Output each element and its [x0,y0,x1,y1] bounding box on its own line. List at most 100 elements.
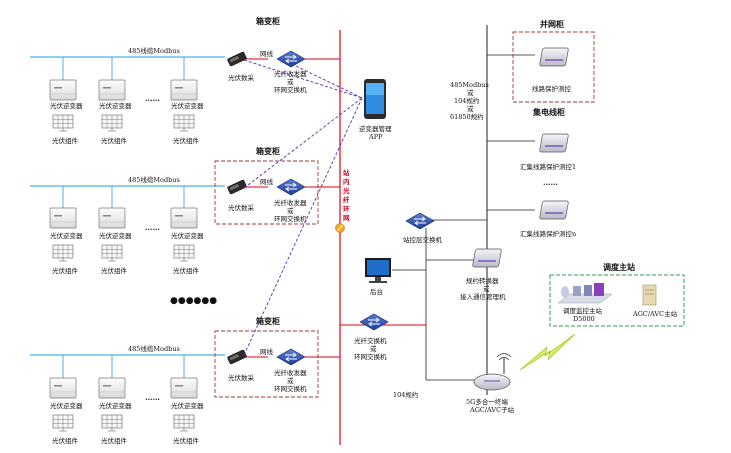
terminal-label-1: 5G多合一终端 [466,397,508,406]
collector-label: 光伏数采 [228,373,255,382]
svg-text:环: 环 [343,205,350,213]
collect-cabinet-title: 集电线柜 [532,107,565,117]
ring-switch-label: 环网交换机 [274,214,307,223]
box-cabinet-title-2: 箱变柜 [256,146,280,156]
data-collector-icon [226,179,248,195]
dispatch-monitor-sub: D5000 [573,315,595,323]
ring-break-icon [335,223,345,233]
transceiver-icon [276,178,306,196]
collector-label: 光伏数采 [228,73,255,82]
station-switch-label: 站控层交换机 [403,235,443,244]
protocol-label-4: 或 [467,104,474,113]
svg-text:纤: 纤 [343,195,350,204]
inverter-label: 光伏逆变器 [171,101,204,110]
inverter-icon [98,377,126,399]
transceiver-or-label: 或 [287,376,294,385]
box-cabinet-3 [214,330,319,398]
rs485-label-1: 485线缆Modbus [128,46,180,55]
ellipsis: …… [145,94,160,103]
data-collector-icon [226,51,248,67]
app-wireless-links [243,59,363,356]
pv-module-icon [173,244,195,262]
pv-module-label: 光伏组件 [101,436,128,445]
pv-module-icon [101,114,123,132]
ellipsis: …… [145,223,160,232]
pv-module-label: 光伏组件 [173,136,200,145]
collect-protect-label-n: 汇集线路保护测控n [520,229,576,238]
protocol-label-3: 104规约 [454,96,479,105]
net-line-label: 网线 [260,49,274,58]
pv-module-label: 光伏组件 [52,266,79,275]
pv-module-icon [52,414,74,432]
collect-protection-device-icon [538,200,570,220]
net-line-label: 网线 [260,177,274,186]
pv-module-icon [101,244,123,262]
pv-module-icon [173,114,195,132]
fiber-switch-icon [359,313,389,331]
svg-text:光: 光 [342,186,350,195]
pv-module-icon [173,414,195,432]
inverter-icon [170,377,198,399]
inverter-label: 光伏逆变器 [99,401,132,410]
protocol-converter-label: 规约转换器 [466,276,499,285]
collector-label: 光伏数采 [228,203,255,212]
wireless-link-icon [519,333,576,371]
data-collector-icon [226,349,248,365]
rs485-label-2: 485线缆Modbus [128,175,180,184]
protocol-converter-icon [471,248,503,268]
transceiver-or-label: 或 [287,206,294,215]
inverter-label: 光伏逆变器 [99,231,132,240]
net-line-label: 网线 [260,347,274,356]
transceiver-label: 光纤收发器 [274,198,307,207]
station-switch-icon [405,212,435,230]
collect-protection-device-icon [538,133,570,153]
agc-master-label: AGC/AVC主站 [632,309,678,318]
inverter-icon [170,79,198,101]
inverter-label: 光伏逆变器 [171,231,204,240]
app-label-sub: APP [368,133,383,141]
pv-module-label: 光伏组件 [52,436,79,445]
inverter-icon [170,207,198,229]
line-protect-label: 线路保护测控 [532,84,572,93]
inverter-row-2 [30,185,340,208]
fiber-switch-or: 或 [370,344,377,353]
inverter-icon [98,207,126,229]
5g-terminal-icon [473,353,512,391]
pv-module-icon [52,114,74,132]
inverter-label: 光伏逆变器 [50,231,83,240]
dispatch-monitor-icon [557,283,613,304]
inverter-icon [49,207,77,229]
collect-protect-label-1: 汇集线路保护测控1 [520,162,576,171]
pv-module-label: 光伏组件 [101,266,128,275]
fiber-switch-label-2: 环网交换机 [354,352,387,361]
transceiver-label: 光纤收发器 [274,368,307,377]
dispatch-monitor-label: 调度监控主站 [563,306,603,315]
pv-module-icon [52,244,74,262]
box-cabinet-title-3: 箱变柜 [256,316,280,326]
protocol-label-2: 或 [467,88,474,97]
box-cabinet-2 [214,160,319,225]
dispatch-title: 调度主站 [603,262,635,272]
inverter-label: 光伏逆变器 [99,101,132,110]
app-label: 逆变器管理 [359,124,392,133]
pv-module-label: 光伏组件 [173,436,200,445]
transceiver-or-label: 或 [287,77,294,86]
ring-label: 站 内 光 纤 环 网 [342,168,350,222]
ring-switch-label: 环网交换机 [274,85,307,94]
pv-module-icon [101,414,123,432]
svg-text:网: 网 [343,214,350,222]
protocol-converter-or: 或 [483,284,490,293]
protocol-label-5: 61850规约 [450,112,484,121]
ring-switch-label: 环网交换机 [274,384,307,393]
pv-module-label: 光伏组件 [101,136,128,145]
fiber-switch-label: 光纤交换机 [354,336,387,345]
inverter-icon [49,79,77,101]
protocol-label-1: 485Modbus [450,81,489,89]
app-phone-icon [364,79,386,119]
transceiver-label: 光纤收发器 [274,69,307,78]
line-protection-device-icon [538,47,570,67]
box-cabinet-title-1: 箱变柜 [256,16,280,26]
inverter-row-3 [30,354,340,378]
inverter-label: 光伏逆变器 [171,401,204,410]
